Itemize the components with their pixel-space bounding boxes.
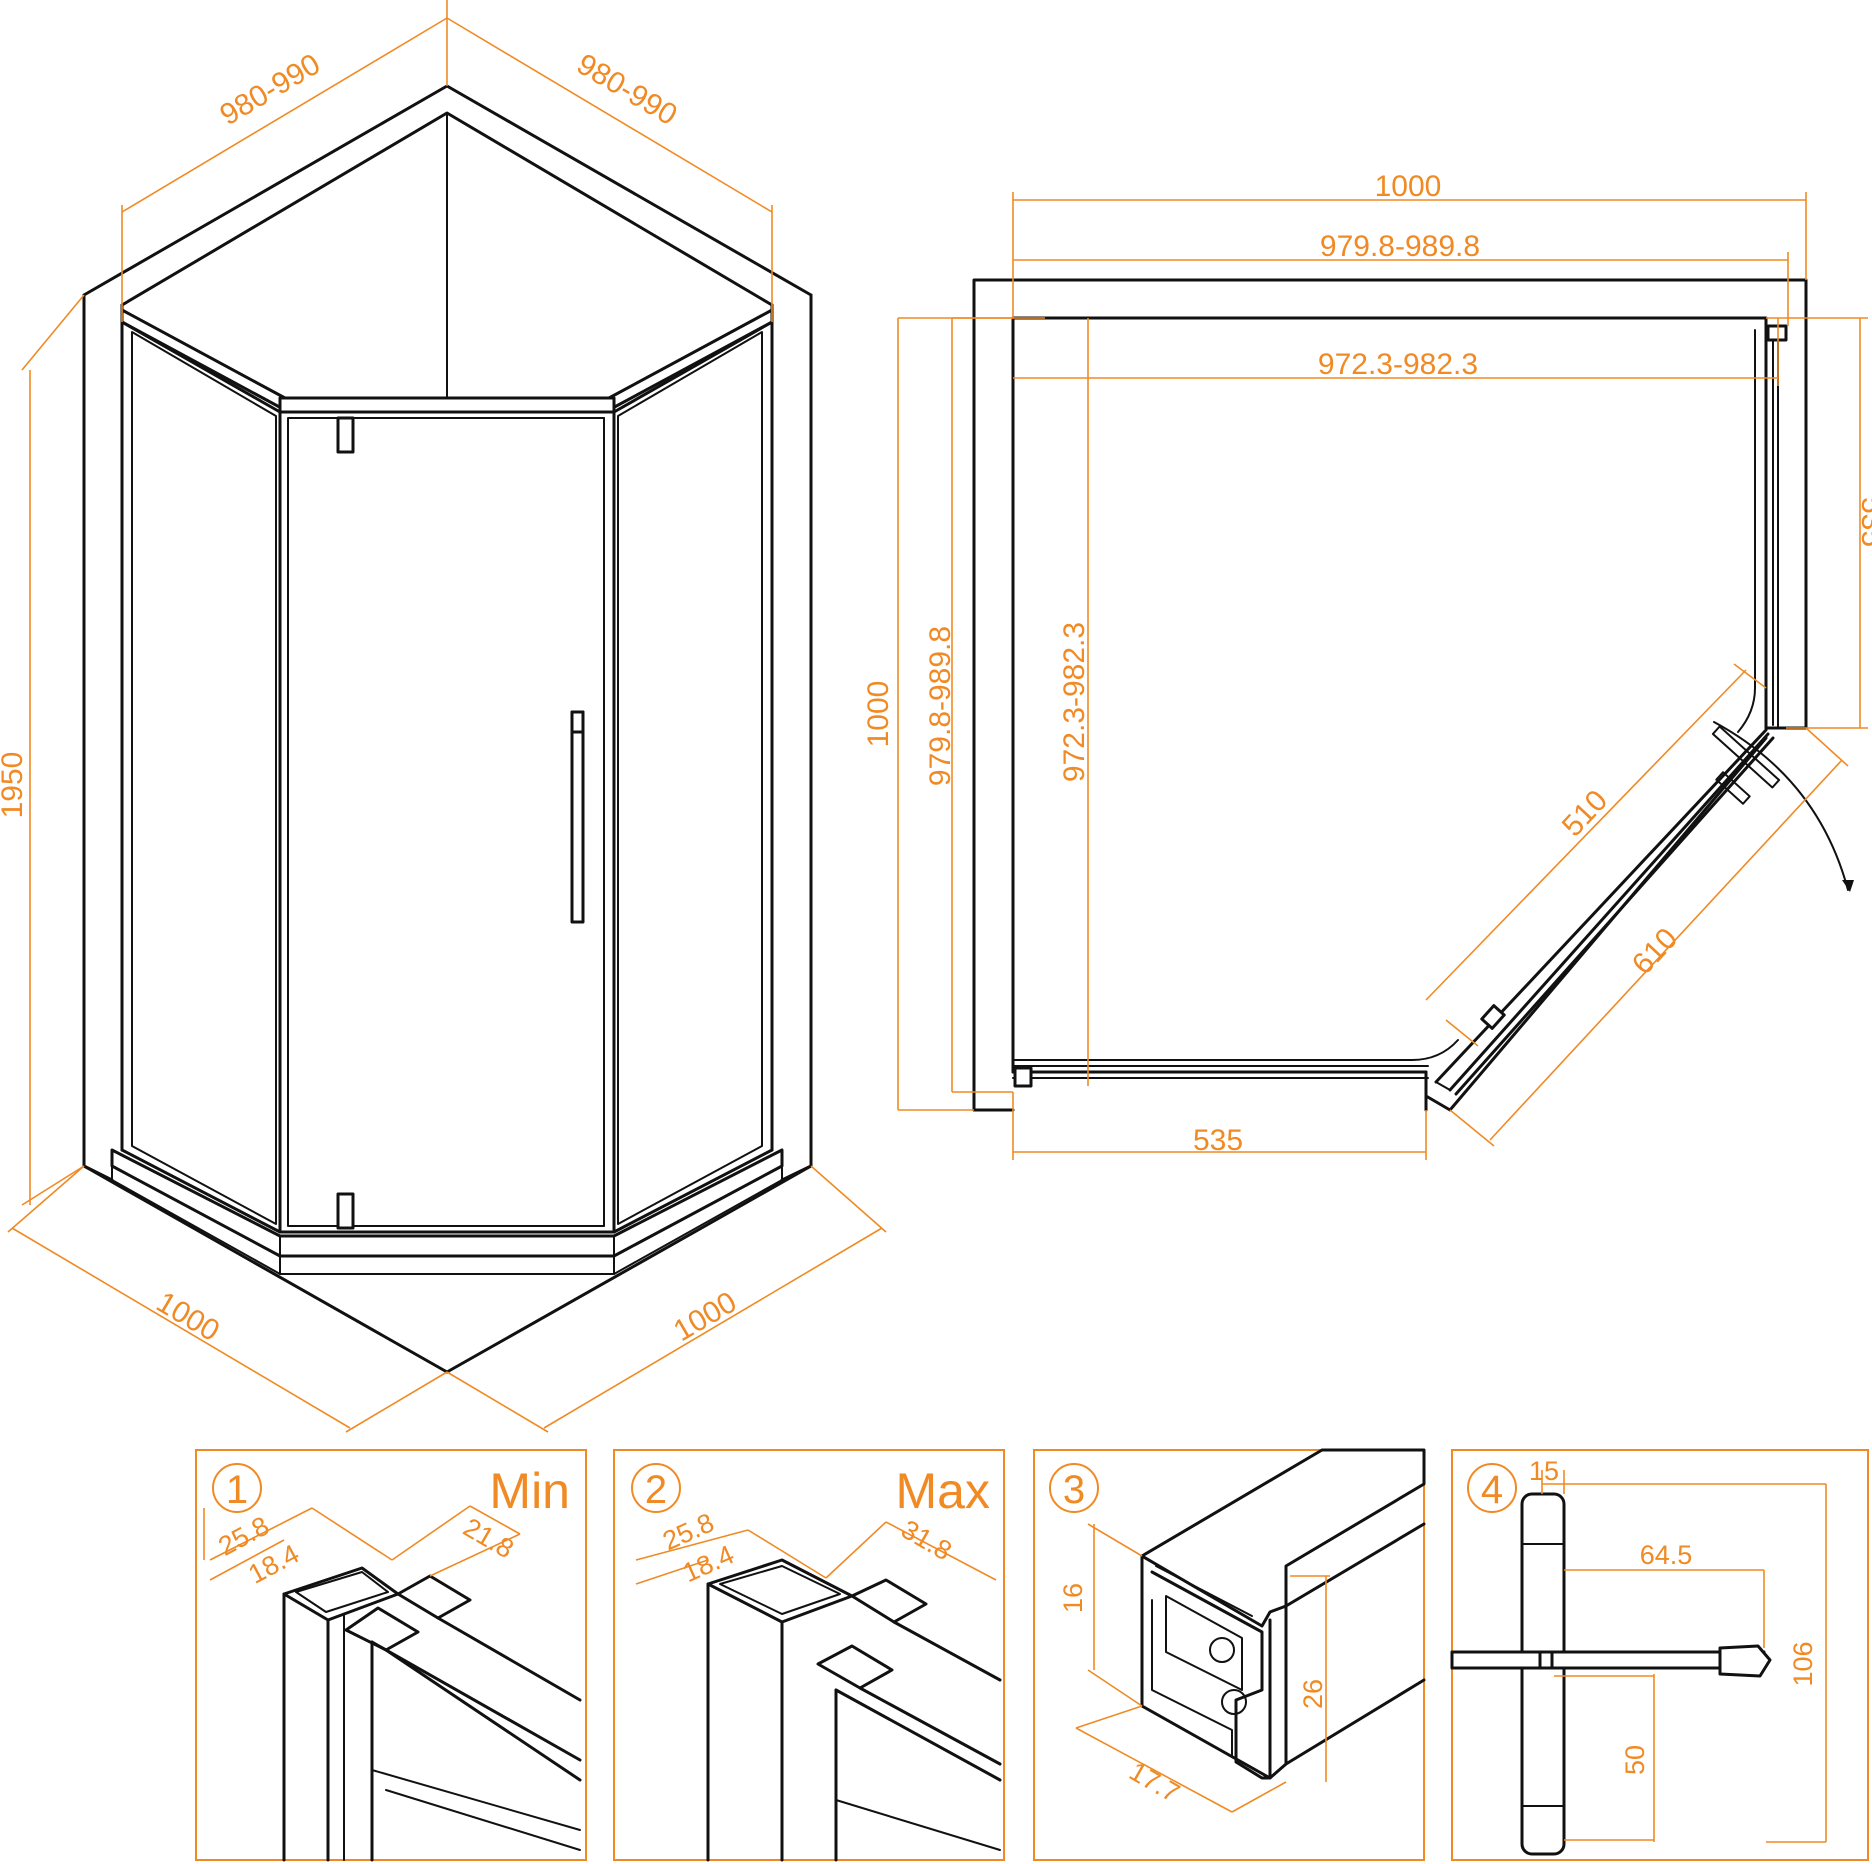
detail-2-label: Max (896, 1463, 990, 1519)
plan-inner-width-2: 972.3-982.3 (1318, 348, 1478, 381)
detail-1-min: 1 Min 25.8 18.4 21.8 (195, 1449, 587, 1862)
detail-4-dim-d: 50 (1620, 1745, 1650, 1775)
plan-inner-depth-1: 979.8-989.8 (924, 626, 957, 786)
detail-4-dim-b: 64.5 (1640, 1540, 1693, 1570)
plan-outer-width: 1000 (1375, 170, 1442, 203)
detail-3-dim-b: 26 (1298, 1679, 1328, 1709)
iso-base-right-dim: 1000 (668, 1286, 742, 1348)
detail-1-number: 1 (226, 1468, 248, 1512)
plan-outer-depth: 1000 (862, 681, 895, 748)
detail-4-number: 4 (1481, 1468, 1503, 1512)
detail-2-dim-c: 31.8 (896, 1514, 957, 1566)
detail-1-label: Min (489, 1463, 570, 1519)
plan-door-opening: 510 (1556, 784, 1614, 843)
plan-inner-depth-2: 972.3-982.3 (1058, 622, 1091, 782)
iso-base-left-dim: 1000 (151, 1286, 225, 1348)
detail-3-dim-c: 17.7 (1124, 1756, 1185, 1808)
detail-4-seal: 4 15 64.5 106 50 (1450, 1449, 1869, 1861)
detail-2-max: 2 Max 25.8 18.4 31.8 (613, 1449, 1005, 1862)
plan-door-panel: 610 (1626, 922, 1684, 981)
detail-3-number: 3 (1063, 1468, 1085, 1512)
iso-top-left-dim: 980-990 (214, 48, 326, 132)
plan-inner-width-1: 979.8-989.8 (1320, 230, 1480, 263)
detail-3-profile: 3 16 26 17.7 (1033, 1448, 1426, 1861)
detail-4-dim-c: 106 (1788, 1641, 1818, 1686)
isometric-view (82, 84, 813, 1374)
detail-1-dim-c: 21.8 (458, 1512, 519, 1564)
plan-right-side: 535 (1855, 497, 1872, 547)
detail-2-number: 2 (645, 1468, 667, 1512)
iso-height-dim: 1950 (0, 752, 29, 819)
detail-3-dim-a: 16 (1058, 1583, 1088, 1613)
plan-bottom-side: 535 (1193, 1124, 1243, 1157)
iso-top-right-dim: 980-990 (571, 48, 683, 132)
detail-4-dim-a: 15 (1529, 1456, 1559, 1486)
